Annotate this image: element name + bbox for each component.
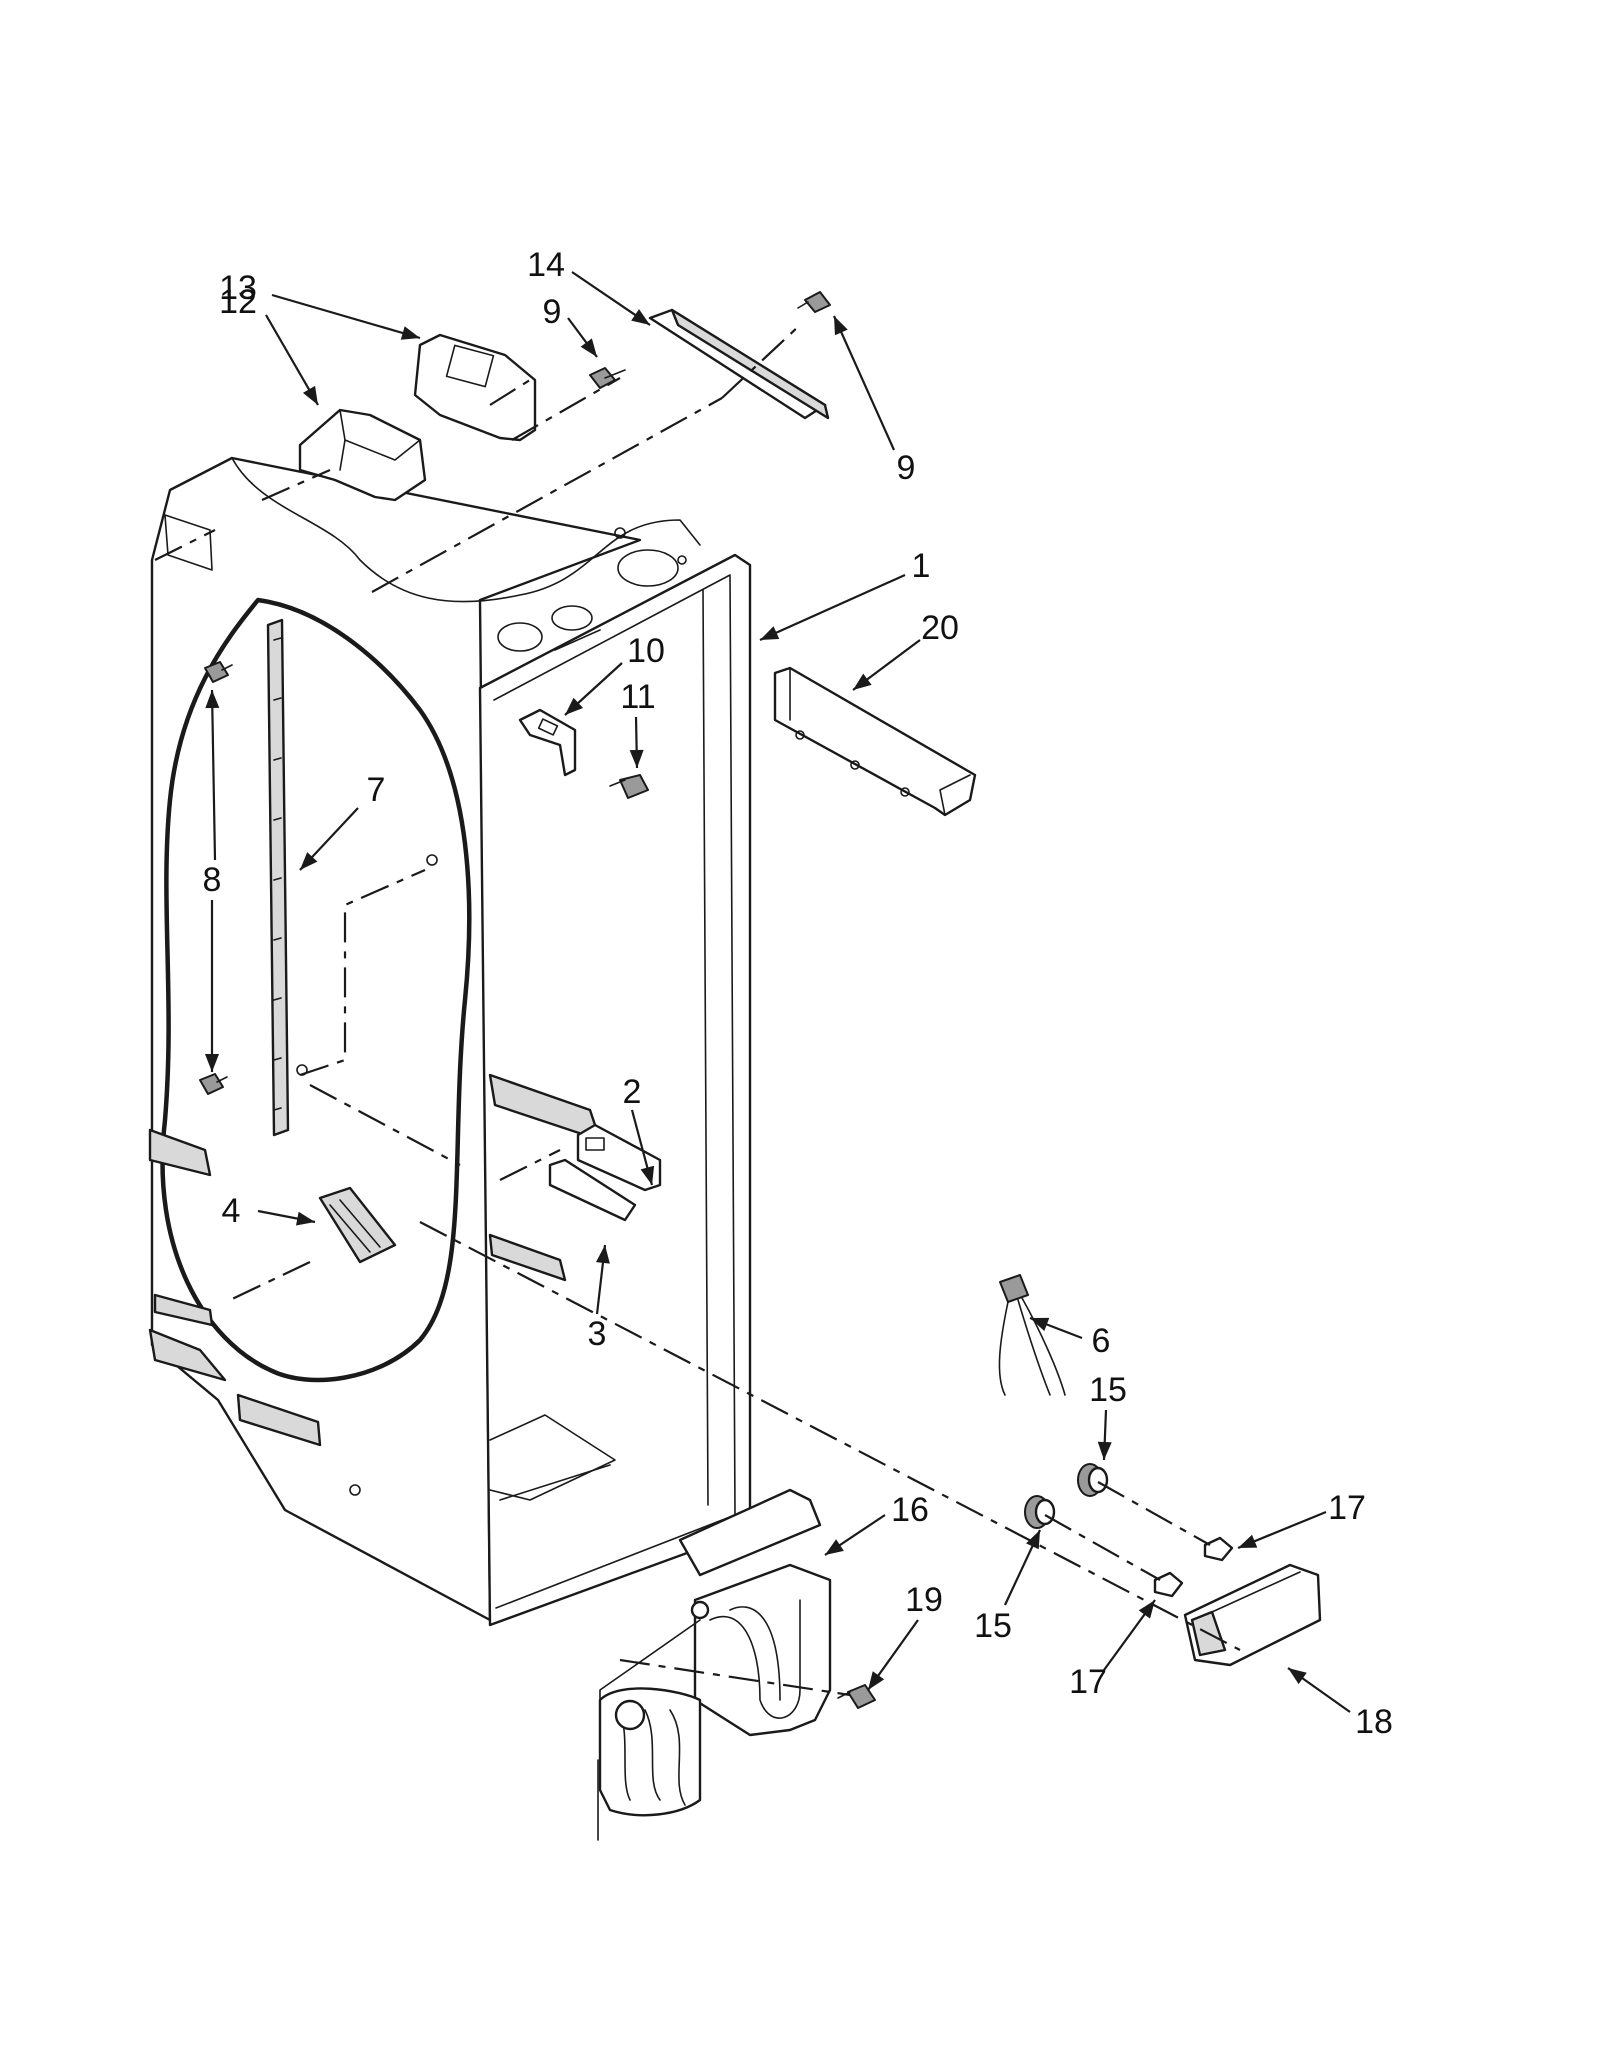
vent-part-4 — [318, 1186, 397, 1264]
arrowhead-1 — [760, 626, 780, 640]
leader-arrows — [205, 271, 1351, 1713]
arrowhead-6 — [1030, 1317, 1050, 1331]
callout-3: 3 — [588, 1315, 607, 1353]
arrowhead-19 — [868, 1671, 885, 1690]
arrowhead-4 — [295, 1211, 315, 1226]
leader-line-8-top — [210, 689, 217, 861]
evaporator-part-16 — [597, 1488, 832, 1841]
arrowhead-20 — [853, 673, 872, 690]
arrowhead-9-right — [834, 316, 848, 336]
bracket-part-10 — [518, 708, 577, 777]
leader-line-13 — [271, 293, 421, 340]
leader-line-1 — [759, 573, 906, 642]
callout-6: 6 — [1092, 1322, 1111, 1360]
arrowhead-14 — [631, 309, 650, 325]
screw-8-top — [204, 661, 233, 683]
arrowhead-2 — [640, 1165, 655, 1185]
callout-15-lower: 15 — [974, 1607, 1012, 1645]
callout-15-upper: 15 — [1089, 1371, 1127, 1409]
callout-1: 1 — [912, 547, 931, 585]
drain-trough-part-18 — [1183, 1563, 1322, 1667]
arrowhead-17-lower — [1138, 1600, 1155, 1619]
leader-line-9-right — [832, 315, 896, 451]
callout-20: 20 — [921, 609, 959, 647]
callout-9-right: 9 — [897, 449, 916, 487]
arrowhead-11 — [629, 749, 644, 768]
arrowhead-10 — [565, 697, 584, 715]
channel-part-14 — [648, 308, 830, 420]
callout-10: 10 — [627, 632, 665, 670]
arrowhead-3 — [595, 1245, 610, 1264]
bracket-part-2 — [576, 1123, 662, 1192]
callout-9-upper: 9 — [543, 293, 562, 331]
callout-12: 12 — [219, 283, 257, 321]
arrowhead-17-upper — [1238, 1534, 1258, 1548]
bracket-part-3 — [548, 1158, 637, 1222]
callout-8: 8 — [203, 861, 222, 899]
callout-14: 14 — [527, 246, 565, 284]
arrowhead-15-upper — [1097, 1441, 1112, 1460]
cover-part-13 — [413, 333, 537, 442]
callout-7: 7 — [367, 771, 386, 809]
callout-13: 13 — [219, 269, 257, 307]
callout-19: 19 — [905, 1581, 943, 1619]
fastener-17-upper — [1203, 1536, 1234, 1562]
screw-9-right — [797, 291, 831, 313]
arrowhead-15-lower — [1026, 1530, 1040, 1550]
callout-4: 4 — [222, 1192, 241, 1230]
arrowhead-8-bottom — [205, 1054, 219, 1072]
callout-16: 16 — [891, 1491, 929, 1529]
arrowhead-7 — [300, 852, 318, 870]
assembly-lines — [154, 324, 1241, 1697]
arrowhead-16 — [825, 1539, 844, 1555]
fastener-17-lower — [1153, 1571, 1184, 1598]
arrowhead-18 — [1288, 1668, 1307, 1685]
arrowhead-12 — [302, 385, 318, 405]
grommet-15-upper — [1077, 1463, 1109, 1497]
callout-17-upper: 17 — [1328, 1489, 1366, 1527]
callout-2: 2 — [623, 1073, 642, 1111]
grommet-15-lower — [1024, 1495, 1056, 1529]
arrowhead-8-top — [205, 690, 220, 709]
screw-8-bottom — [199, 1073, 228, 1095]
cover-part-20 — [773, 666, 977, 817]
shelf-ladder — [266, 618, 290, 1137]
callout-17-lower: 17 — [1069, 1663, 1107, 1701]
wire-harness-part-6 — [998, 1274, 1066, 1396]
callout-11: 11 — [620, 678, 655, 716]
arrowhead-13 — [400, 326, 420, 340]
callout-18: 18 — [1355, 1703, 1393, 1741]
callouts: 1 2 3 4 6 7 8 9 9 10 11 12 13 14 15 15 1… — [203, 246, 1393, 1741]
screw-part-11 — [609, 774, 649, 799]
arrowhead-9-upper — [580, 338, 597, 357]
